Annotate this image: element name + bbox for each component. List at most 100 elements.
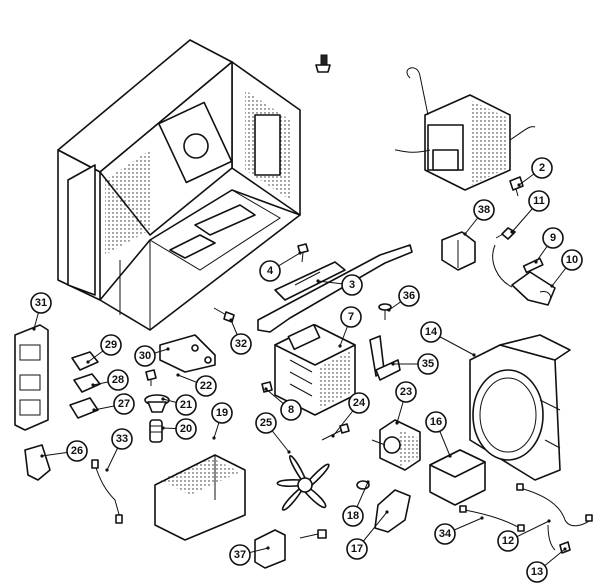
bracket-30-part <box>159 334 216 373</box>
callout-number: 4 <box>267 265 274 277</box>
callout-13: 13 <box>526 547 567 583</box>
callout-circle <box>526 561 548 583</box>
callout-22: 22 <box>176 373 217 397</box>
callout-37: 37 <box>229 544 270 566</box>
callout-circle <box>561 249 583 271</box>
magnetron-part <box>274 323 356 416</box>
callout-number: 26 <box>71 445 83 457</box>
callout-32: 32 <box>229 318 252 355</box>
bracket-17-part <box>299 480 411 539</box>
callout-circle <box>280 399 302 421</box>
callout-29: 29 <box>86 334 122 364</box>
callout-arrow-tip <box>105 468 109 472</box>
cover-19-part <box>154 454 246 541</box>
callout-19: 19 <box>211 402 233 440</box>
callout-number: 11 <box>533 195 545 207</box>
callout-arrow-tip <box>338 344 342 348</box>
callout-arrow-tip <box>266 546 270 550</box>
callout-20: 20 <box>161 418 197 440</box>
callout-number: 33 <box>116 433 128 445</box>
callout-number: 38 <box>478 204 490 216</box>
callout-circle <box>497 530 519 552</box>
callout-arrow-tip <box>176 373 180 377</box>
callout-arrow-tip <box>395 421 399 425</box>
callout-arrow-tip <box>287 450 291 454</box>
callout-31: 31 <box>30 292 52 331</box>
screws-2-11 <box>495 176 524 240</box>
capacitor-part <box>429 449 486 506</box>
latch-board-part <box>14 324 49 431</box>
callout-arrow-tip <box>161 426 165 430</box>
callout-arrow-tip <box>331 434 335 438</box>
fan-duct-part <box>469 334 571 481</box>
lamp-socket-part <box>144 394 170 443</box>
callout-arrow-tip <box>91 383 95 387</box>
callout-14: 14 <box>420 321 476 357</box>
callout-circle <box>175 418 197 440</box>
callout-number: 22 <box>200 380 212 392</box>
callout-circle <box>395 381 417 403</box>
long-bracket-part <box>257 244 413 333</box>
callout-number: 16 <box>430 416 442 428</box>
callout-30: 30 <box>134 345 170 367</box>
callout-arrow-tip <box>316 279 320 283</box>
callout-18: 18 <box>342 480 370 527</box>
callout-arrow-tip <box>463 232 467 236</box>
callout-8: 8 <box>264 387 302 421</box>
callout-circle <box>134 345 156 367</box>
callout-24: 24 <box>331 392 370 438</box>
callout-circle <box>113 393 135 415</box>
callout-number: 27 <box>118 398 130 410</box>
callout-9: 9 <box>534 227 564 264</box>
callout-35: 35 <box>391 353 439 375</box>
callout-number: 19 <box>216 407 228 419</box>
callout-circle <box>473 199 495 221</box>
callout-arrow-tip <box>86 360 90 364</box>
callout-number: 23 <box>400 386 412 398</box>
callout-circle <box>255 412 277 434</box>
callout-circle <box>340 306 362 328</box>
transformer-part <box>394 67 536 191</box>
fan-motor-part <box>371 419 421 471</box>
callout-number: 8 <box>288 404 294 416</box>
screw-36 <box>378 303 392 320</box>
top-screw <box>315 54 331 73</box>
callout-arrow-tip <box>563 547 567 551</box>
callout-7: 7 <box>338 306 362 348</box>
callout-number: 9 <box>550 232 556 244</box>
callout-27: 27 <box>92 393 135 415</box>
callout-number: 24 <box>353 397 366 409</box>
callout-21: 21 <box>161 394 197 416</box>
callout-circle <box>542 227 564 249</box>
callout-arrow-tip <box>92 408 96 412</box>
callout-circle <box>346 538 368 560</box>
callout-number: 30 <box>139 350 151 362</box>
wire-33-part <box>91 459 123 524</box>
screw-22 <box>145 369 157 386</box>
callout-number: 21 <box>180 399 192 411</box>
callout-circle <box>425 411 447 433</box>
callout-circle <box>195 375 217 397</box>
callout-circle <box>342 505 364 527</box>
callout-number: 10 <box>566 254 578 266</box>
screw-8 <box>261 381 273 393</box>
callout-number: 12 <box>502 535 514 547</box>
callout-arrow-tip <box>480 516 484 520</box>
callout-11: 11 <box>510 190 550 234</box>
callout-number: 20 <box>180 423 192 435</box>
callout-38: 38 <box>463 199 495 236</box>
callout-circle <box>531 157 553 179</box>
screw-4 <box>297 243 309 263</box>
callout-arrow-tip <box>547 519 551 523</box>
callout-circle <box>66 440 88 462</box>
callout-number: 17 <box>351 543 363 555</box>
callout-3: 3 <box>316 274 363 296</box>
fuse-holder-part <box>492 244 556 306</box>
bracket-37-part <box>254 529 286 569</box>
callout-circle <box>175 394 197 416</box>
callout-circle <box>417 353 439 375</box>
callout-circle <box>420 321 442 343</box>
bracket-38-part <box>441 231 476 271</box>
callout-circle <box>348 392 370 414</box>
